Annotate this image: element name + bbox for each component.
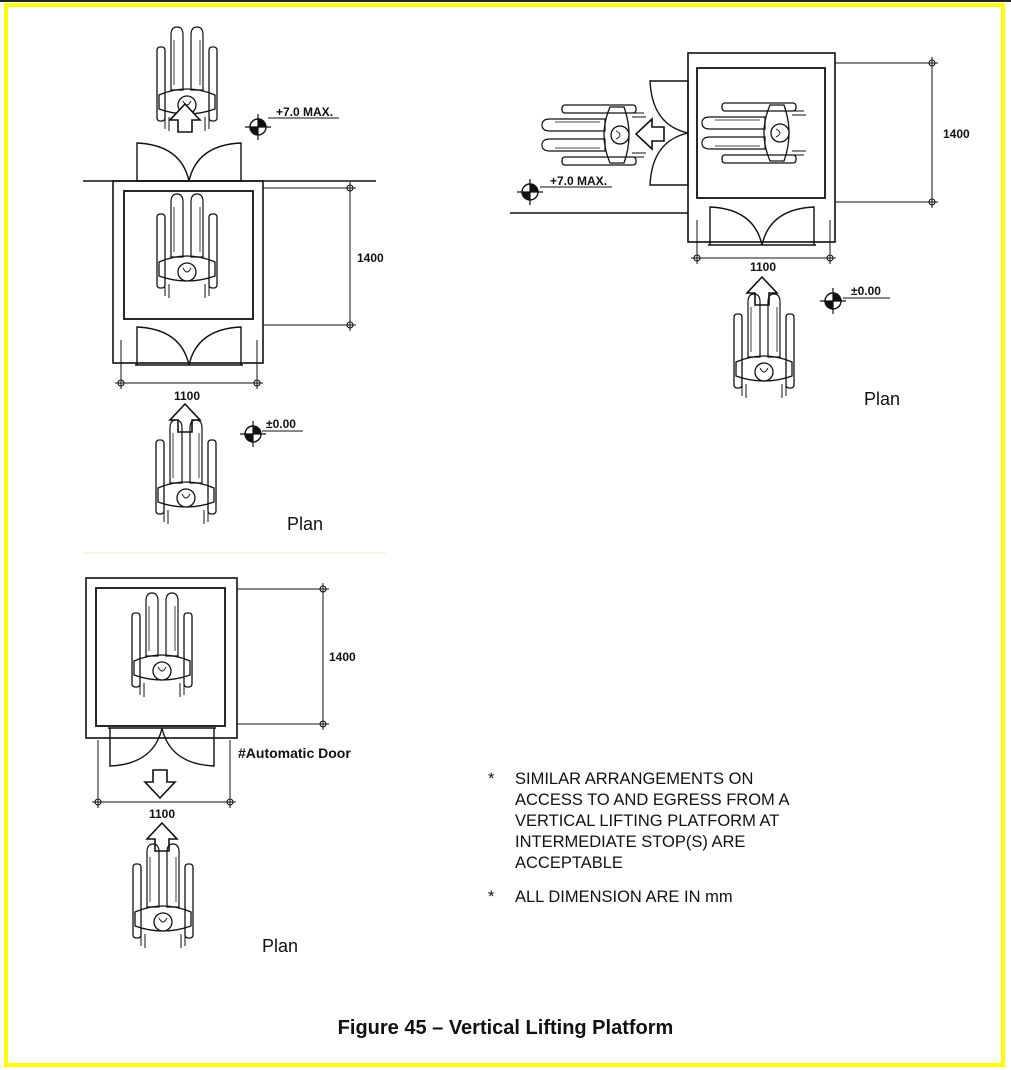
level-lower-a: ±0.00: [266, 417, 296, 431]
note-bullet: *: [488, 770, 495, 788]
automatic-door-label: #Automatic Door: [238, 745, 351, 761]
top-rule: [0, 0, 1011, 2]
note-item-1: * SIMILAR ARRANGEMENTS ON ACCESS TO AND …: [488, 769, 848, 872]
plan-label-c: Plan: [262, 936, 298, 956]
note-text: ALL DIMENSION ARE IN mm: [515, 888, 733, 906]
depth-dimension-b: 1400: [943, 127, 970, 141]
level-upper-a: +7.0 MAX.: [276, 105, 333, 119]
diagram-b: 1400 1100 +7.0 MAX. ±0.00 Plan: [510, 52, 970, 409]
diagram-a: 1400 1100 +7.0 MAX. ±0.00 Plan: [83, 26, 384, 534]
diagram-c: 1400 1100 #Automatic Door Plan: [85, 577, 356, 956]
note-text: SIMILAR ARRANGEMENTS ON ACCESS TO AND EG…: [515, 770, 789, 872]
width-dimension-c: 1100: [149, 807, 175, 821]
width-dimension-a: 1100: [174, 389, 200, 403]
figure-caption: Figure 45 – Vertical Lifting Platform: [337, 1017, 674, 1039]
level-upper-b: +7.0 MAX.: [550, 174, 607, 188]
note-bullet: *: [488, 888, 495, 906]
highlight-border: [4, 3, 1005, 1067]
depth-dimension-a: 1400: [357, 251, 384, 265]
plan-label-a: Plan: [287, 514, 323, 534]
plan-label-b: Plan: [864, 389, 900, 409]
width-dimension-b: 1100: [750, 260, 776, 274]
depth-dimension-c: 1400: [329, 650, 356, 664]
note-item-2: * ALL DIMENSION ARE IN mm: [488, 887, 848, 911]
level-lower-b: ±0.00: [851, 284, 881, 298]
